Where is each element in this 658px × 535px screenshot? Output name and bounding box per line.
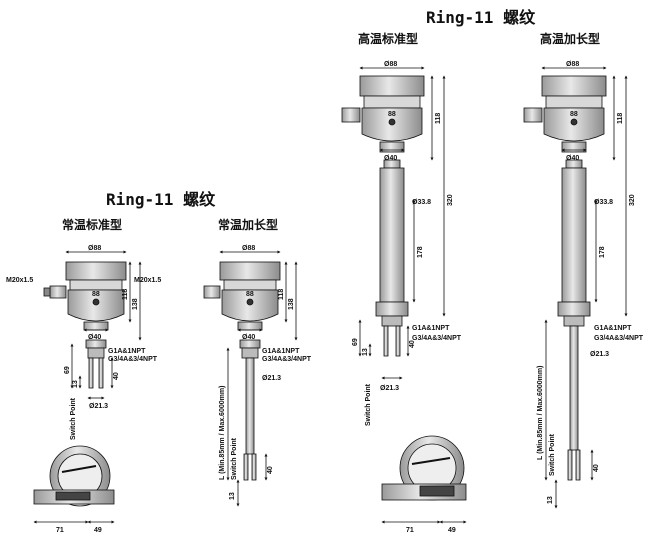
normal-temp-extended-heading: 常温加长型 (218, 218, 279, 232)
normal-ext-88: 88 (246, 291, 254, 298)
normal-ext-118: 118 (278, 289, 285, 300)
high-standard-drawing (341, 66, 446, 380)
normal-ext-138: 138 (288, 298, 295, 310)
normal-std-switch-point: Switch Point (70, 397, 77, 440)
normal-std-13: 13 (72, 380, 79, 388)
high-ext-d40: Ø40 (566, 155, 579, 162)
high-ext-d88: Ø88 (566, 61, 579, 68)
high-std-88: 88 (388, 111, 396, 118)
high-extended-drawing (523, 66, 628, 509)
high-ext-switch-point: Switch Point (549, 433, 556, 476)
high-temp-extended-heading: 高温加长型 (540, 32, 601, 46)
normal-ext-d21: Ø21.3 (262, 375, 281, 382)
high-std-69: 69 (352, 338, 359, 346)
normal-extended-drawing (203, 250, 298, 507)
high-ext-40: 40 (593, 464, 600, 472)
high-ext-thread2: G3/4A&3/4NPT (594, 335, 644, 342)
normal-standard-drawing (43, 250, 142, 400)
high-top-71: 71 (406, 527, 414, 534)
high-ext-118: 118 (617, 113, 624, 124)
high-std-d33: Ø33.8 (412, 199, 431, 206)
high-ext-d21: Ø21.3 (590, 351, 609, 358)
normal-ext-40: 40 (267, 466, 274, 474)
high-std-178: 178 (417, 246, 424, 258)
high-temp-standard-heading: 高温标准型 (358, 32, 419, 46)
left-title: Ring-11 螺纹 (106, 190, 216, 209)
normal-ext-switch-point: Switch Point (231, 437, 238, 480)
high-ext-88: 88 (570, 111, 578, 118)
normal-ext-d40: Ø40 (242, 334, 255, 341)
normal-std-m20-right: M20x1.5 (134, 277, 161, 284)
normal-ext-d88: Ø88 (242, 245, 255, 252)
normal-std-40: 40 (113, 372, 120, 380)
normal-std-138: 138 (132, 298, 139, 310)
normal-std-d88: Ø88 (88, 245, 101, 252)
high-std-d88: Ø88 (384, 61, 397, 68)
normal-temp-standard-heading: 常温标准型 (62, 218, 123, 232)
normal-std-d40: Ø40 (88, 334, 101, 341)
normal-std-69: 69 (64, 366, 71, 374)
high-std-118: 118 (435, 113, 442, 124)
high-std-13: 13 (362, 348, 369, 356)
normal-std-thread1: G1A&1NPT (108, 348, 146, 355)
high-std-d21: Ø21.3 (380, 385, 399, 392)
high-ext-length: L (Min.85mm / Max.6000mm) (537, 366, 544, 460)
high-std-40: 40 (409, 340, 416, 348)
high-ext-320: 320 (629, 194, 636, 206)
normal-std-m20-left: M20x1.5 (6, 277, 33, 284)
normal-std-d21: Ø21.3 (89, 403, 108, 410)
normal-top-71: 71 (56, 527, 64, 534)
normal-top-49: 49 (94, 527, 102, 534)
normal-std-118: 118 (122, 289, 129, 300)
high-top-view (381, 435, 467, 524)
normal-std-88: 88 (92, 291, 100, 298)
right-title: Ring-11 螺纹 (426, 8, 536, 27)
normal-std-thread2: G3/4A&3/4NPT (108, 356, 158, 363)
high-std-switch-point: Switch Point (365, 383, 372, 426)
high-ext-thread1: G1A&1NPT (594, 325, 632, 332)
normal-ext-13: 13 (229, 492, 236, 500)
high-std-d40: Ø40 (384, 155, 397, 162)
high-ext-13: 13 (547, 496, 554, 504)
normal-top-view (33, 445, 115, 524)
high-top-49: 49 (448, 527, 456, 534)
high-std-320: 320 (447, 194, 454, 206)
normal-ext-thread1: G1A&1NPT (262, 348, 300, 355)
normal-ext-thread2: G3/4A&3/4NPT (262, 356, 312, 363)
high-ext-d33: Ø33.8 (594, 199, 613, 206)
high-std-thread1: G1A&1NPT (412, 325, 450, 332)
high-ext-178: 178 (599, 246, 606, 258)
normal-ext-length: L (Min.85mm / Max.6000mm) (219, 386, 226, 480)
high-std-thread2: G3/4A&3/4NPT (412, 335, 462, 342)
